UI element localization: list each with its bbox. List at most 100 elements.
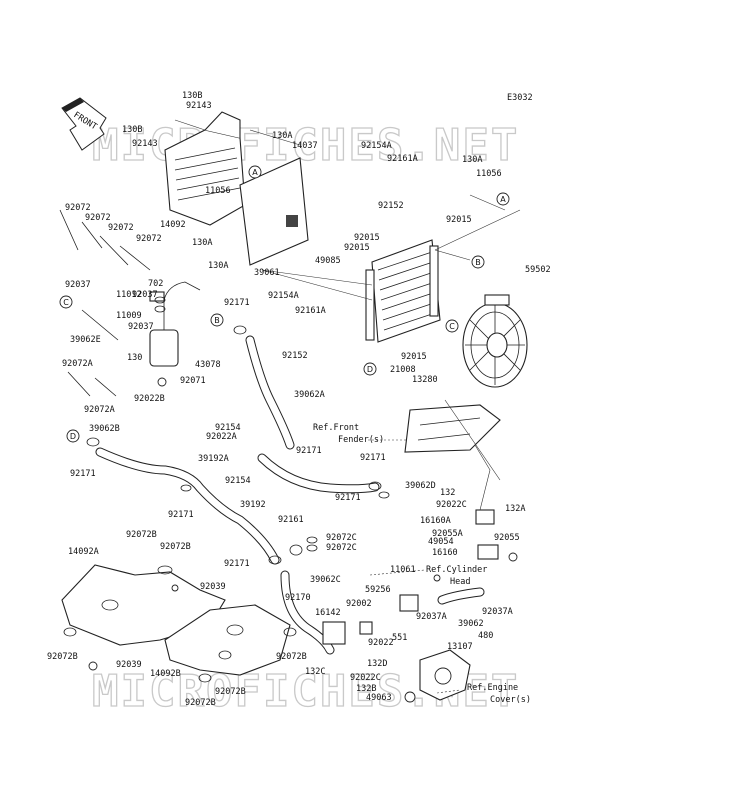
part-label: 92071 <box>180 376 206 386</box>
part-label: 92002 <box>346 599 372 609</box>
part-label: 92072B <box>185 698 216 708</box>
part-label: 92170 <box>285 593 311 603</box>
part-label: 92072C <box>326 533 357 543</box>
part-label: 92171 <box>168 510 194 520</box>
front-fender-part <box>404 404 501 453</box>
part-label: 92022C <box>436 500 467 510</box>
part-label: 92171 <box>224 298 250 308</box>
part-label: 92171 <box>296 446 322 456</box>
part-label: 92072 <box>85 213 111 223</box>
radiator-core-part <box>365 239 441 343</box>
callout-c-2: C <box>449 322 455 331</box>
part-label: 39062D <box>405 481 436 491</box>
part-label: 14092B <box>150 669 181 679</box>
part-label: 92072B <box>215 687 246 697</box>
part-label: 92072B <box>126 530 157 540</box>
part-label: 92143 <box>132 139 158 149</box>
part-label: 92039 <box>116 660 142 670</box>
part-label: 130A <box>192 238 212 248</box>
part-label: 14092A <box>68 547 99 557</box>
part-label: 480 <box>478 631 493 641</box>
part-label: 92055A <box>432 529 463 539</box>
skid-plate-parts <box>61 564 291 676</box>
radiator-screen-part <box>239 157 309 266</box>
part-label: 92161A <box>295 306 326 316</box>
part-label: 16142 <box>315 608 341 618</box>
part-label: 92072A <box>84 405 115 415</box>
callout-markers: A A B B C C D D <box>59 165 510 443</box>
part-label: 92072B <box>276 652 307 662</box>
callout-d-1: D <box>367 365 373 374</box>
part-label: 92037A <box>416 612 447 622</box>
part-label: 59256 <box>365 585 391 595</box>
callout-a-2: A <box>500 195 506 204</box>
part-label: 132A <box>505 504 525 514</box>
part-label: 92072 <box>108 223 134 233</box>
part-label: 92154A <box>268 291 299 301</box>
part-label: 92154 <box>215 423 241 433</box>
part-label: 92037 <box>132 290 158 300</box>
ref-fender-line1: Ref.Front <box>313 423 359 433</box>
thermostat-housing-parts <box>322 509 499 703</box>
watermark-top: MICROFICHES.NET <box>92 120 519 171</box>
part-label: 11012 <box>116 290 142 300</box>
callout-b-2: B <box>214 316 220 325</box>
diagram-code: E3032 <box>507 93 533 103</box>
part-label: 130A <box>272 131 292 141</box>
hose-clamps <box>63 296 518 683</box>
part-label: 92072B <box>160 542 191 552</box>
part-label: 92022 <box>368 638 394 648</box>
part-label: 39062 <box>458 619 484 629</box>
part-label: 39062A <box>294 390 325 400</box>
part-label: 11056 <box>476 169 502 179</box>
part-label: 39062E <box>70 335 101 345</box>
part-label: 92171 <box>360 453 386 463</box>
ref-fender-line2: Fender(s) <box>338 435 384 445</box>
part-label: 92072 <box>65 203 91 213</box>
part-label: 92171 <box>70 469 96 479</box>
part-label: 92072C <box>326 543 357 553</box>
part-label: 92015 <box>344 243 370 253</box>
part-label: 132B <box>356 684 376 694</box>
part-label: 92143 <box>186 101 212 111</box>
part-label: 11061 <box>390 565 416 575</box>
ref-engine-line1: Ref.Engine <box>467 683 518 693</box>
part-label: 92022B <box>134 394 165 404</box>
part-label: 39192 <box>240 500 266 510</box>
part-label: 92072B <box>47 652 78 662</box>
part-label: 92022A <box>206 432 237 442</box>
part-label: 92154A <box>361 141 392 151</box>
part-label: 132 <box>440 488 455 498</box>
part-label: 132C <box>305 667 325 677</box>
part-label: 92072 <box>136 234 162 244</box>
reference-lines <box>174 119 521 694</box>
part-label: 39062C <box>310 575 341 585</box>
part-label: 49054 <box>428 537 454 547</box>
callout-d-2: D <box>70 432 76 441</box>
part-label: 92015 <box>401 352 427 362</box>
part-label: 49085 <box>315 256 341 266</box>
part-label: 92037 <box>65 280 91 290</box>
part-label: 130 <box>127 353 142 363</box>
ref-engine-line2: Cover(s) <box>490 695 531 705</box>
part-label: 92015 <box>354 233 380 243</box>
part-label: 59502 <box>525 265 551 275</box>
callout-c-1: C <box>63 298 69 307</box>
part-label: 39062B <box>89 424 120 434</box>
part-label: 92161A <box>387 154 418 164</box>
part-label: 92015 <box>446 215 472 225</box>
part-label: 130A <box>462 155 482 165</box>
ref-cylinder-line2: Head <box>450 577 470 587</box>
part-label: 39192A <box>198 454 229 464</box>
part-label: 16160A <box>420 516 451 526</box>
part-label: 14092 <box>160 220 186 230</box>
part-label: 130A <box>208 261 228 271</box>
part-label: 130B <box>122 125 142 135</box>
part-label: 92154 <box>225 476 251 486</box>
part-label: 49063 <box>366 693 392 703</box>
part-label: 21008 <box>390 365 416 375</box>
part-label: 551 <box>392 633 407 643</box>
part-label: 11056 <box>205 186 231 196</box>
